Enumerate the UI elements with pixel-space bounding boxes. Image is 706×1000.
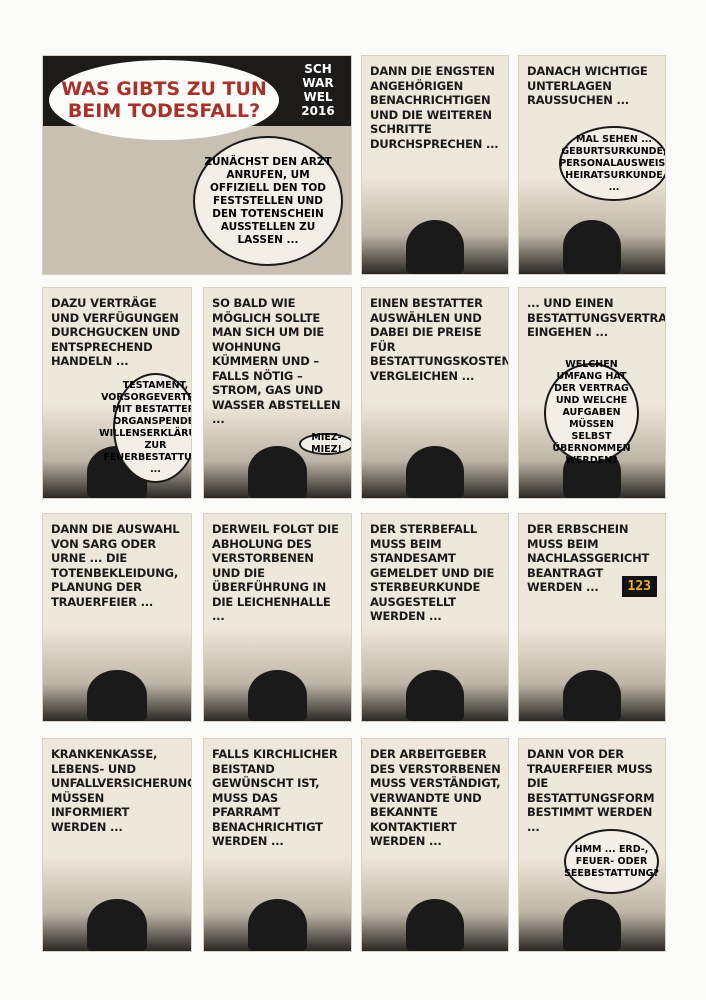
signature-line: SCH (304, 62, 332, 76)
panel-4: DAZU VERTRÄGE UND VERFÜGUNGEN DURCHGUCKE… (42, 287, 192, 499)
panel-1: WAS GIBTS ZU TUN BEIM TODESFALL? SCH WAR… (42, 55, 352, 275)
signature-line: WEL (303, 90, 333, 104)
panel-illustration (362, 175, 508, 274)
speech-bubble: ZUNÄCHST DEN ARZT ANRUFEN, UM OFFIZIELL … (193, 136, 343, 266)
speech-bubble: WELCHEN UMFANG HAT DER VERTRAG UND WELCH… (544, 359, 639, 466)
panel-10: DER STERBEFALL MUSS BEIM STANDESAMT GEME… (361, 513, 509, 722)
speech-bubble: TESTAMENT, VORSORGEVERTRAG MIT BESTATTER… (99, 373, 191, 483)
panel-illustration (362, 855, 508, 951)
panel-15: DANN VOR DER TRAUERFEIER MUSS DIE BESTAT… (518, 738, 666, 952)
speech-bubble: MIEZ-MIEZ! (299, 432, 351, 455)
panel-illustration (204, 855, 351, 951)
panel-9: DERWEIL FOLGT DIE ABHOLUNG DES VERSTORBE… (203, 513, 352, 722)
speech-bubble: MAL SEHEN ... GEBURTSURKUNDE, PERSONALAU… (559, 126, 665, 201)
caption: FALLS KIRCHLICHER BEISTAND GEWÜNSCHT IST… (212, 747, 338, 848)
panel-illustration (519, 627, 665, 721)
panel-14: DER ARBEITGEBER DES VERSTORBENEN MUSS VE… (361, 738, 509, 952)
comic-title: WAS GIBTS ZU TUN BEIM TODESFALL? (49, 60, 279, 140)
caption: ... UND EINEN BESTATTUNGSVERTRAG EINGEHE… (527, 296, 666, 339)
panel-11: DER ERBSCHEIN MUSS BEIM NACHLASSGERICHT … (518, 513, 666, 722)
panel-2: DANN DIE ENGSTEN ANGEHÖRIGEN BENACHRICHT… (361, 55, 509, 275)
speech-bubble: HMM ... ERD-, FEUER- ODER SEEBESTATTUNG? (564, 829, 659, 894)
queue-number-display: 123 (621, 576, 657, 597)
caption: DERWEIL FOLGT DIE ABHOLUNG DES VERSTORBE… (212, 522, 339, 623)
caption: DANACH WICHTIGE UNTERLAGEN RAUSSUCHEN ..… (527, 64, 648, 107)
panel-5: SO BALD WIE MÖGLICH SOLLTE MAN SICH UM D… (203, 287, 352, 499)
panel-illustration (43, 627, 191, 721)
signature-line: WAR (302, 76, 334, 90)
panel-12: KRANKENKASSE, LEBENS- UND UNFALLVERSICHE… (42, 738, 192, 952)
signature: SCH WAR WEL 2016 (293, 62, 343, 118)
panel-3: DANACH WICHTIGE UNTERLAGEN RAUSSUCHEN ..… (518, 55, 666, 275)
caption: KRANKENKASSE, LEBENS- UND UNFALLVERSICHE… (51, 747, 192, 834)
panel-illustration (43, 855, 191, 951)
caption: DER ERBSCHEIN MUSS BEIM NACHLASSGERICHT … (527, 522, 650, 594)
panel-illustration (362, 627, 508, 721)
panel-illustration (204, 627, 351, 721)
caption: DAZU VERTRÄGE UND VERFÜGUNGEN DURCHGUCKE… (51, 296, 180, 368)
caption: SO BALD WIE MÖGLICH SOLLTE MAN SICH UM D… (212, 296, 341, 426)
caption: DANN DIE AUSWAHL VON SARG ODER URNE ... … (51, 522, 180, 609)
panel-8: DANN DIE AUSWAHL VON SARG ODER URNE ... … (42, 513, 192, 722)
caption: DER ARBEITGEBER DES VERSTORBENEN MUSS VE… (370, 747, 501, 848)
caption: DANN VOR DER TRAUERFEIER MUSS DIE BESTAT… (527, 747, 655, 834)
signature-year: 2016 (301, 104, 335, 118)
panel-13: FALLS KIRCHLICHER BEISTAND GEWÜNSCHT IST… (203, 738, 352, 952)
panel-7: ... UND EINEN BESTATTUNGSVERTRAG EINGEHE… (518, 287, 666, 499)
caption: EINEN BESTATTER AUSWÄHLEN UND DABEI DIE … (370, 296, 509, 383)
caption: DANN DIE ENGSTEN ANGEHÖRIGEN BENACHRICHT… (370, 64, 499, 151)
panel-illustration (362, 403, 508, 498)
caption: DER STERBEFALL MUSS BEIM STANDESAMT GEME… (370, 522, 495, 623)
panel-6: EINEN BESTATTER AUSWÄHLEN UND DABEI DIE … (361, 287, 509, 499)
